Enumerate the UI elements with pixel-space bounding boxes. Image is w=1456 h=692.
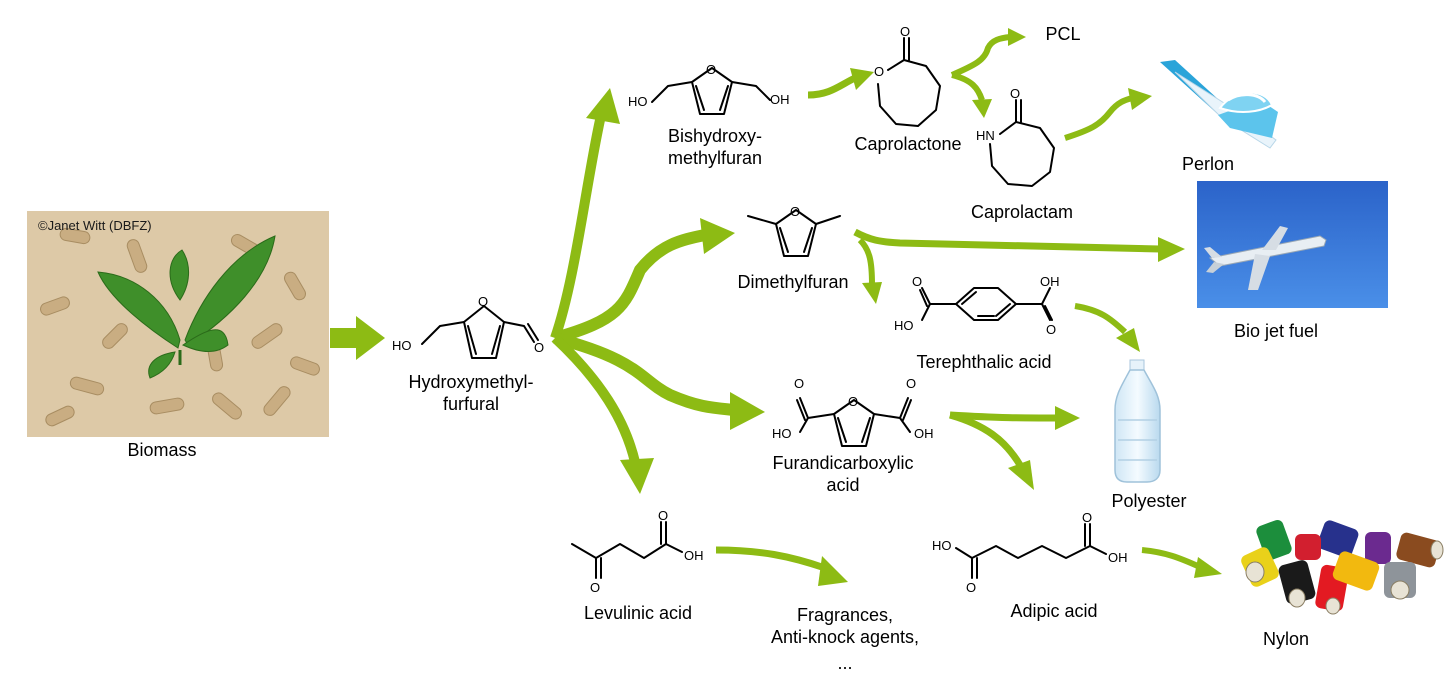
label-adipic-acid: Adipic acid — [1010, 601, 1098, 621]
arrow-levulinic-to-fragrances — [715, 546, 848, 586]
svg-text:O: O — [912, 274, 922, 289]
arrow-caprolactone-to-pcl — [950, 28, 1026, 78]
plastic-bottle-photo — [1114, 359, 1161, 483]
arrow-dmf-to-terephthalic — [857, 237, 882, 304]
label-fragrances-line1: Fragrances, — [796, 605, 894, 625]
fdca-molecule: O O HO O OH — [772, 376, 934, 447]
svg-text:O: O — [1082, 510, 1092, 525]
toothbrush-photo — [1160, 60, 1278, 149]
arrow-caprolactone-to-caprolactam — [951, 72, 992, 118]
airplane-photo — [1197, 181, 1388, 308]
reaction-arrows — [330, 28, 1222, 586]
label-pcl: PCL — [1045, 24, 1081, 44]
svg-text:O: O — [900, 24, 910, 39]
svg-text:O: O — [1046, 322, 1056, 337]
label-bio-jet-fuel: Bio jet fuel — [1233, 321, 1319, 341]
thread-spools-photo — [1241, 519, 1444, 615]
svg-text:O: O — [534, 340, 544, 355]
bhmf-molecule: O HO OH — [628, 62, 790, 115]
arrow-biomass-to-hmf — [330, 316, 385, 360]
biomass-photo-credit: ©Janet Witt (DBFZ) — [38, 218, 152, 233]
label-dmf: Dimethylfuran — [737, 272, 849, 292]
svg-text:HO: HO — [894, 318, 914, 333]
biomass-photo: ©Janet Witt (DBFZ) — [27, 211, 329, 437]
svg-text:O: O — [794, 376, 804, 391]
levulinic-molecule: O O OH — [571, 508, 704, 595]
label-polyester: Polyester — [1111, 491, 1187, 511]
label-perlon: Perlon — [1181, 154, 1235, 174]
arrow-hmf-to-levulinic — [551, 334, 654, 494]
svg-text:O: O — [1010, 86, 1020, 101]
label-levulinic-acid: Levulinic acid — [583, 603, 693, 623]
label-hmf-line1: Hydroxymethyl- — [408, 372, 534, 392]
arrow-terephthalic-to-polyester — [1074, 303, 1140, 352]
arrow-caprolactam-to-perlon — [1064, 88, 1152, 141]
svg-text:HO: HO — [628, 94, 648, 109]
svg-text:O: O — [658, 508, 668, 523]
svg-text:O: O — [874, 64, 884, 79]
svg-text:O: O — [966, 580, 976, 595]
svg-text:HN: HN — [976, 128, 995, 143]
svg-text:OH: OH — [1108, 550, 1128, 565]
dmf-molecule: O — [747, 204, 841, 257]
svg-text:HO: HO — [772, 426, 792, 441]
label-nylon: Nylon — [1262, 629, 1310, 649]
label-fragrances-line2: Anti-knock agents, — [770, 627, 920, 647]
label-bhmf-line1: Bishydroxy- — [667, 126, 763, 146]
label-fragrances-line3: ... — [837, 653, 853, 673]
label-bhmf-line2: methylfuran — [667, 148, 763, 168]
arrow-dmf-to-jet-fuel — [853, 228, 1185, 262]
label-biomass: Biomass — [127, 440, 197, 460]
adipic-molecule: HO O O OH — [932, 510, 1128, 595]
label-fdca-line2: acid — [826, 475, 860, 495]
arrow-bhmf-to-caprolactone — [807, 68, 874, 99]
arrow-hmf-to-dmf — [553, 218, 735, 344]
hmf-molecule: O HO O — [392, 294, 544, 359]
svg-text:HO: HO — [392, 338, 412, 353]
label-hmf-line2: furfural — [442, 394, 500, 414]
svg-text:O: O — [706, 62, 716, 77]
label-fdca-line1: Furandicarboxylic — [772, 453, 914, 473]
label-caprolactone: Caprolactone — [854, 134, 962, 154]
svg-text:O: O — [906, 376, 916, 391]
arrow-fdca-to-adipic — [949, 411, 1034, 490]
svg-text:O: O — [848, 394, 858, 409]
svg-text:OH: OH — [770, 92, 790, 107]
arrow-fdca-to-polyester — [949, 406, 1080, 430]
svg-text:O: O — [478, 294, 488, 309]
caprolactone-molecule: O O — [874, 24, 941, 127]
arrow-adipic-to-nylon — [1141, 547, 1222, 578]
arrow-hmf-to-fdca — [553, 332, 765, 430]
svg-text:HO: HO — [932, 538, 952, 553]
caprolactam-molecule: O HN — [976, 86, 1055, 187]
terephthalic-molecule: O HO OH O — [894, 274, 1060, 337]
svg-text:OH: OH — [914, 426, 934, 441]
label-caprolactam: Caprolactam — [970, 202, 1074, 222]
svg-text:O: O — [590, 580, 600, 595]
arrow-hmf-to-bhmf — [550, 88, 620, 340]
svg-text:OH: OH — [684, 548, 704, 563]
svg-text:OH: OH — [1040, 274, 1060, 289]
label-terephthalic-acid: Terephthalic acid — [916, 352, 1052, 372]
svg-text:O: O — [790, 204, 800, 219]
